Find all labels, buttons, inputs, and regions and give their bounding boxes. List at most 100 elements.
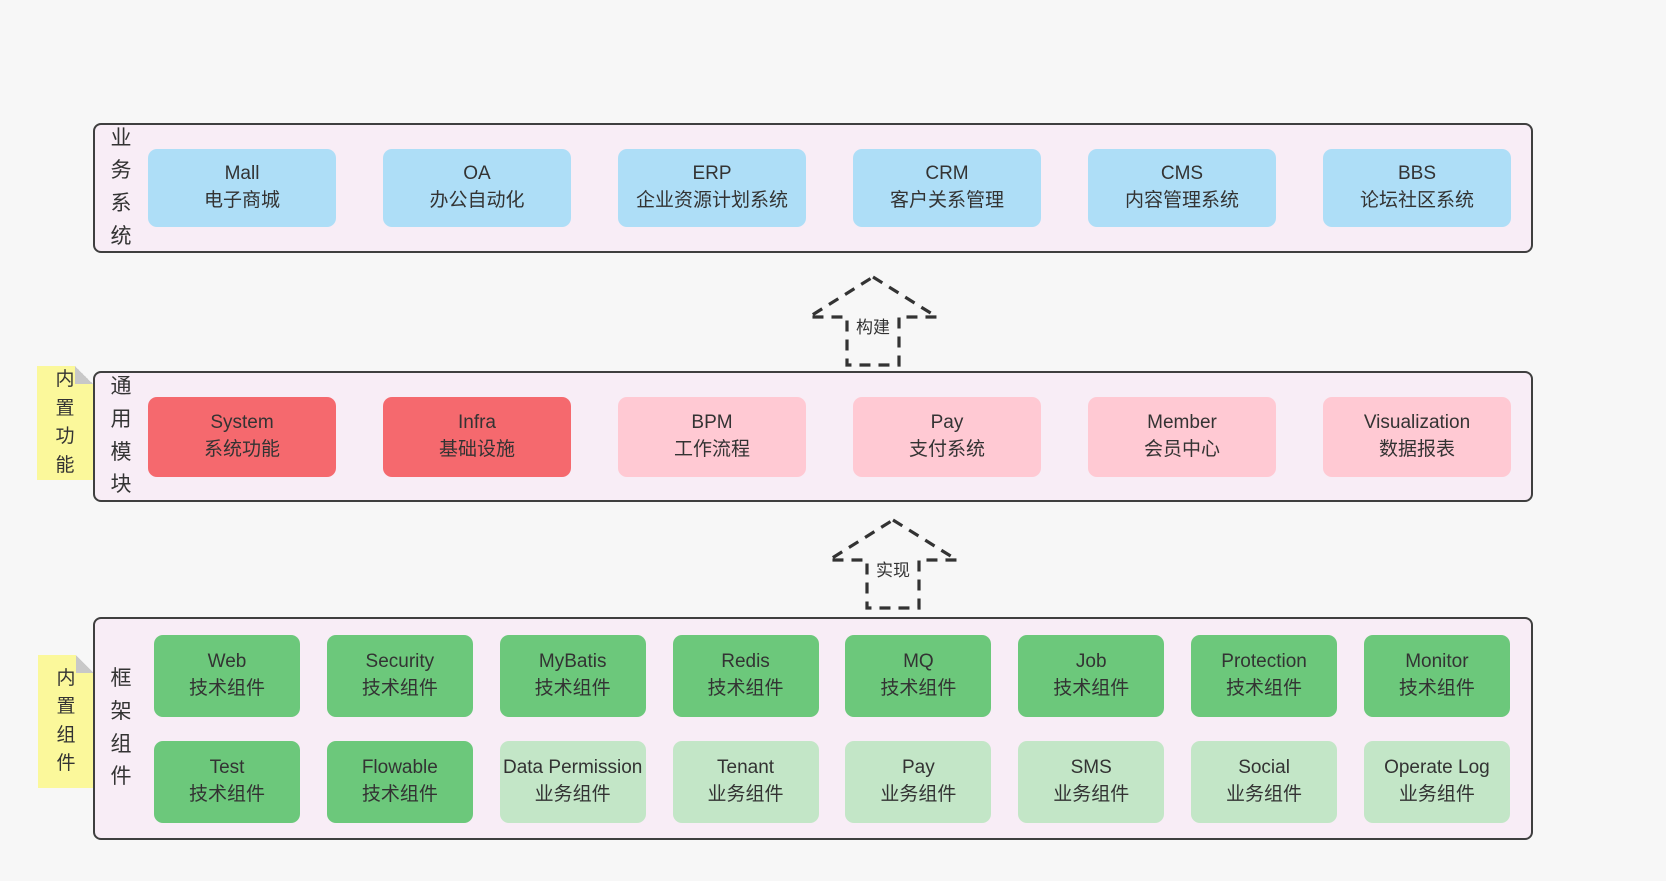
layer-framework-components: 框架组件 Web 技术组件 Security 技术组件 MyBatis 技术组件… xyxy=(93,617,1533,840)
box-title: Test xyxy=(209,756,245,778)
box-mybatis: MyBatis 技术组件 xyxy=(499,634,646,717)
layer-components-label: 框架组件 xyxy=(110,667,132,789)
box-title: Security xyxy=(365,650,435,672)
box-subtitle: 业务组件 xyxy=(707,783,784,805)
box-title: SMS xyxy=(1070,756,1112,778)
box-visualization: Visualization 数据报表 xyxy=(1323,396,1511,477)
box-redis: Redis 技术组件 xyxy=(672,634,819,717)
components-row-2: Test 技术组件 Flowable 技术组件 Data Permission … xyxy=(154,740,1510,823)
box-title: ERP xyxy=(692,163,732,185)
box-subtitle: 业务组件 xyxy=(1053,783,1130,805)
box-test: Test 技术组件 xyxy=(154,740,300,823)
box-subtitle: 支付系统 xyxy=(908,438,985,460)
box-title: MyBatis xyxy=(538,650,607,672)
box-title: System xyxy=(210,411,274,433)
box-subtitle: 业务组件 xyxy=(880,783,957,805)
box-subtitle: 客户关系管理 xyxy=(889,190,1004,211)
box-pay-component: Pay 业务组件 xyxy=(845,740,992,823)
box-mall: Mall 电子商城 xyxy=(148,149,336,227)
box-title: Data Permission xyxy=(502,756,643,778)
box-crm: CRM 客户关系管理 xyxy=(853,149,1041,227)
arrow-build: 构建 xyxy=(803,273,943,369)
box-sms: SMS 业务组件 xyxy=(1018,740,1165,823)
box-mq: MQ 技术组件 xyxy=(845,634,992,717)
note-text: 内置功能 xyxy=(55,369,75,476)
layer-modules-label: 通用模块 xyxy=(110,375,132,497)
box-subtitle: 电子商城 xyxy=(203,190,280,211)
dashed-up-arrow-icon xyxy=(803,275,943,367)
box-infra: Infra 基础设施 xyxy=(383,396,571,477)
box-flowable: Flowable 技术组件 xyxy=(326,740,473,823)
box-subtitle: 论坛社区系统 xyxy=(1359,190,1474,211)
box-bpm: BPM 工作流程 xyxy=(618,396,806,477)
box-subtitle: 系统功能 xyxy=(203,438,280,460)
box-tenant: Tenant 业务组件 xyxy=(672,740,819,823)
box-title: Mall xyxy=(224,163,260,185)
box-monitor: Monitor 技术组件 xyxy=(1363,634,1510,717)
dashed-up-arrow-icon xyxy=(823,518,963,610)
box-subtitle: 业务组件 xyxy=(1226,783,1303,805)
box-subtitle: 办公自动化 xyxy=(429,190,525,211)
box-subtitle: 技术组件 xyxy=(707,677,784,699)
box-pay-module: Pay 支付系统 xyxy=(853,396,1041,477)
box-operate-log: Operate Log 业务组件 xyxy=(1363,740,1510,823)
box-job: Job 技术组件 xyxy=(1018,634,1165,717)
box-cms: CMS 内容管理系统 xyxy=(1088,149,1276,227)
box-subtitle: 技术组件 xyxy=(361,783,438,805)
box-subtitle: 技术组件 xyxy=(880,677,957,699)
box-subtitle: 数据报表 xyxy=(1378,438,1455,460)
box-title: Protection xyxy=(1221,650,1307,672)
note-text: 内置组件 xyxy=(56,667,76,775)
box-subtitle: 业务组件 xyxy=(1398,783,1475,805)
box-title: CMS xyxy=(1160,163,1204,185)
box-subtitle: 技术组件 xyxy=(361,677,438,699)
box-subtitle: 技术组件 xyxy=(1398,677,1475,699)
box-title: Tenant xyxy=(717,756,775,778)
box-protection: Protection 技术组件 xyxy=(1191,634,1338,717)
box-subtitle: 业务组件 xyxy=(534,783,611,805)
modules-box-row: System 系统功能 Infra 基础设施 BPM 工作流程 Pay 支付系统… xyxy=(134,373,1531,500)
box-security: Security 技术组件 xyxy=(326,634,473,717)
box-title: Pay xyxy=(930,411,964,433)
box-title: CRM xyxy=(925,163,969,185)
layer-common-modules: 通用模块 System 系统功能 Infra 基础设施 BPM 工作流程 Pay… xyxy=(93,371,1533,502)
box-title: Pay xyxy=(902,756,935,778)
box-title: Visualization xyxy=(1363,411,1471,433)
box-subtitle: 企业资源计划系统 xyxy=(635,190,788,211)
box-subtitle: 基础设施 xyxy=(438,438,515,460)
box-member: Member 会员中心 xyxy=(1088,396,1276,477)
box-oa: OA 办公自动化 xyxy=(383,149,571,227)
arrow-implement-label: 实现 xyxy=(873,556,913,581)
business-box-row: Mall 电子商城 OA 办公自动化 ERP 企业资源计划系统 CRM 客户关系… xyxy=(134,125,1531,251)
arrow-implement: 实现 xyxy=(823,516,963,612)
box-data-permission: Data Permission 业务组件 xyxy=(499,740,646,823)
box-bbs: BBS 论坛社区系统 xyxy=(1323,149,1511,227)
box-title: BBS xyxy=(1397,163,1437,185)
box-title: Web xyxy=(207,650,247,672)
layer-business-systems: 业务系统 Mall 电子商城 OA 办公自动化 ERP 企业资源计划系统 CRM… xyxy=(93,123,1533,253)
arrow-build-label: 构建 xyxy=(853,313,893,338)
box-title: Operate Log xyxy=(1384,756,1490,778)
box-title: BPM xyxy=(691,411,733,433)
box-subtitle: 工作流程 xyxy=(673,438,750,460)
note-built-in-features: 内置功能 xyxy=(37,366,93,480)
box-subtitle: 技术组件 xyxy=(1053,677,1130,699)
box-erp: ERP 企业资源计划系统 xyxy=(618,149,806,227)
box-system: System 系统功能 xyxy=(148,396,336,477)
box-title: Social xyxy=(1238,756,1290,778)
box-subtitle: 技术组件 xyxy=(534,677,611,699)
box-title: MQ xyxy=(903,650,934,672)
box-web: Web 技术组件 xyxy=(154,634,300,717)
box-subtitle: 技术组件 xyxy=(188,783,265,805)
box-subtitle: 技术组件 xyxy=(188,677,265,699)
box-title: Member xyxy=(1147,411,1217,433)
box-title: OA xyxy=(463,163,491,185)
box-subtitle: 技术组件 xyxy=(1226,677,1303,699)
box-social: Social 业务组件 xyxy=(1191,740,1338,823)
box-title: Infra xyxy=(457,411,497,433)
box-subtitle: 内容管理系统 xyxy=(1124,190,1239,211)
note-built-in-components: 内置组件 xyxy=(38,655,94,788)
box-title: Flowable xyxy=(361,756,438,778)
box-subtitle: 会员中心 xyxy=(1143,438,1220,460)
box-title: Monitor xyxy=(1405,650,1469,672)
